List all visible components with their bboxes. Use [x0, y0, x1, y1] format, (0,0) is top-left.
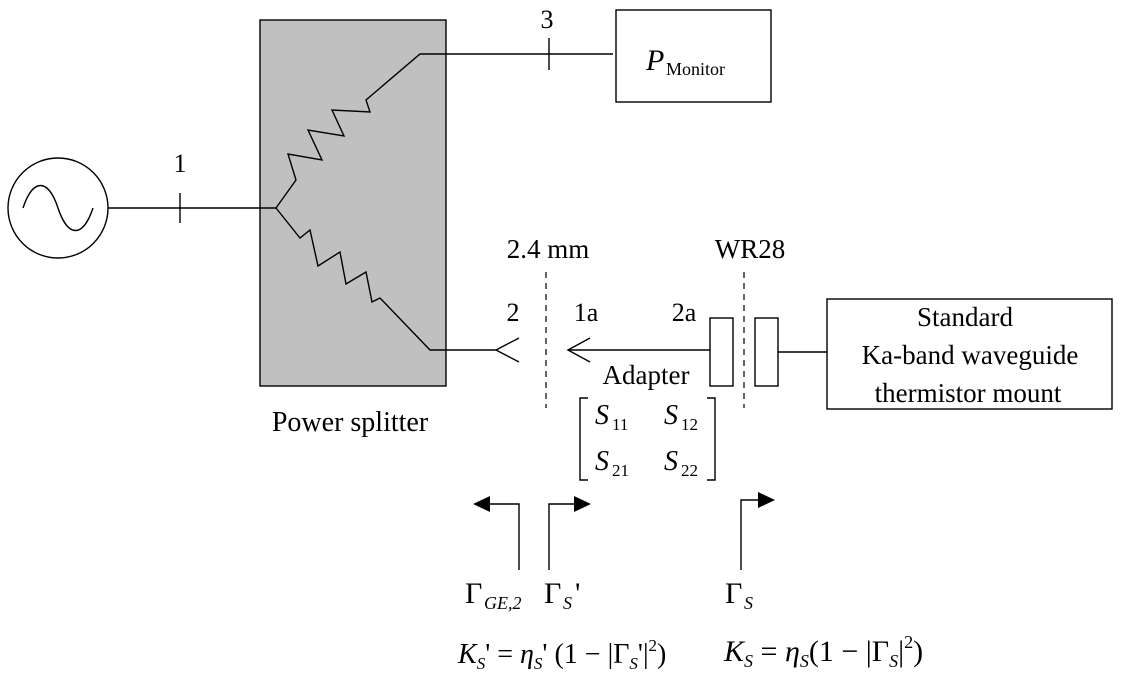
standard-line3: thermistor mount [875, 378, 1062, 408]
connector-24mm-label: 2.4 mm [507, 234, 590, 264]
arrow-right-icon [758, 492, 775, 508]
s22-sub: 22 [681, 461, 698, 480]
adapter-flange-left [709, 317, 734, 387]
signal-source [7, 157, 109, 259]
standard-mount-box [826, 298, 1113, 410]
adapter-arrow-icon [566, 337, 591, 363]
standard-line2: Ka-band waveguide [862, 340, 1079, 370]
reflection-arrow-sprime [548, 496, 591, 570]
matrix-bracket-left [579, 397, 588, 481]
port2-connector [494, 337, 520, 363]
port2a-label: 2a [672, 298, 697, 327]
connector-wr28-label: WR28 [715, 234, 786, 264]
s11-sub: 11 [612, 415, 628, 434]
s-matrix: S 11 S 12 S 21 S 22 [579, 397, 716, 481]
gamma-sprime-prime: ' [575, 577, 580, 610]
gamma-ge-main: Γ [465, 577, 482, 610]
power-splitter-label: Power splitter [272, 407, 429, 438]
lower-resistor [275, 207, 496, 351]
matrix-bracket-right [707, 397, 716, 481]
s11-main: S [595, 400, 609, 431]
port1a-label: 1a [574, 298, 599, 327]
port1-label: 1 [174, 149, 187, 178]
port3-label: 3 [541, 5, 554, 34]
power-splitter-box [259, 19, 447, 387]
s21-main: S [595, 446, 609, 477]
adapter-label: Adapter [603, 360, 690, 390]
reflection-arrow-ge [473, 496, 520, 570]
sine-wave-icon [22, 185, 94, 231]
gamma-sprime-sub: S [563, 593, 572, 613]
arrow-right-icon [574, 496, 591, 512]
arrow-left-icon [473, 496, 490, 512]
gamma-sprime-main: Γ [544, 577, 561, 610]
mount-flange [754, 317, 779, 387]
gamma-s-main: Γ [725, 577, 742, 610]
monitor-p: P [645, 44, 664, 77]
monitor-box [615, 9, 772, 103]
port2-label: 2 [507, 298, 520, 327]
s22-main: S [664, 446, 678, 477]
monitor-sub: Monitor [666, 59, 725, 79]
reflection-arrow-s [740, 492, 775, 570]
s12-main: S [664, 400, 678, 431]
gamma-ge-sub: GE,2 [484, 593, 522, 613]
s12-sub: 12 [681, 415, 698, 434]
equation-right: KS = ηS(1 − |ΓS|2) [723, 632, 923, 671]
s21-sub: 21 [612, 461, 629, 480]
equation-left: KS' = ηS' (1 − |ΓS'|2) [457, 636, 666, 673]
standard-line1: Standard [917, 302, 1013, 332]
gamma-s-sub: S [744, 593, 753, 613]
upper-resistor [275, 53, 613, 209]
